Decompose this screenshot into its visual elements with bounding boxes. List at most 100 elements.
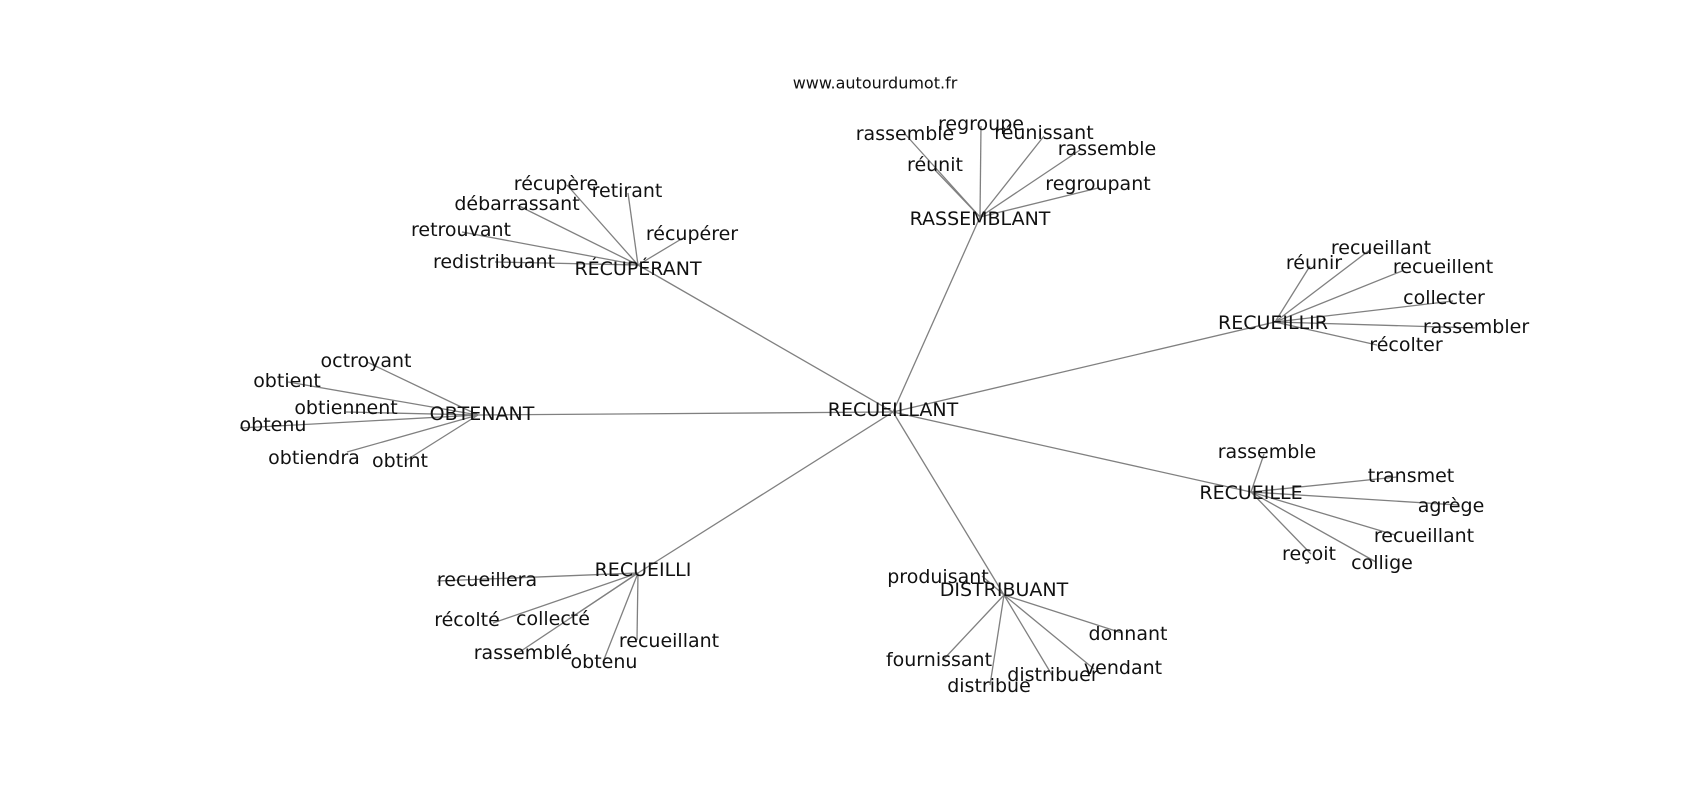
edge-recueille-leaf: [1250, 453, 1265, 493]
edge-rassemblant-leaf: [979, 125, 982, 218]
leaf-label: collecté: [516, 608, 590, 630]
leaf-label: obtiendra: [268, 447, 360, 469]
center-label: RECUEILLANT: [828, 399, 959, 421]
hub-label-recueilli: RECUEILLI: [595, 559, 692, 581]
source-watermark: www.autourdumot.fr: [793, 74, 958, 93]
leaf-label: regroupe: [938, 113, 1024, 135]
leaf-label: rassemble: [856, 123, 954, 145]
edge-recuperant-leaf: [461, 231, 639, 266]
hub-label-rassemblant: RASSEMBLANT: [910, 208, 1051, 230]
leaf-label: collige: [1351, 552, 1413, 574]
edge-recueille-leaf: [1250, 491, 1396, 536]
edge-recueille-leaf: [1250, 491, 1312, 555]
leaf-label: transmet: [1368, 465, 1455, 487]
leaf-label: retrouvant: [411, 219, 511, 241]
leaf-label: obtiennent: [294, 397, 397, 419]
leaf-label: donnant: [1089, 623, 1168, 645]
graph-edges: [239, 125, 1476, 686]
edge-recueilli-leaf: [436, 572, 639, 582]
leaf-label: regroupant: [1045, 173, 1150, 195]
edge-recuperant-leaf: [566, 184, 639, 266]
leaf-label: récupère: [514, 173, 598, 195]
edge-obtenant-leaf: [239, 414, 479, 429]
edge-distribuant-leaf: [989, 594, 1005, 686]
leaf-label: rassemble: [1218, 441, 1316, 463]
leaf-label: recueillera: [437, 569, 537, 591]
edge-center-obtenant: [477, 411, 894, 416]
edge-recueillir-leaf: [1274, 248, 1372, 323]
leaf-label: distribue: [947, 675, 1031, 697]
leaf-label: retirant: [592, 180, 663, 202]
edge-recueillir-leaf: [1274, 300, 1454, 323]
graph-labels: rassembleregrouperéunissantrassembleréun…: [240, 113, 1530, 697]
edge-recueilli-leaf: [514, 572, 639, 656]
hub-label-recuperant: RÉCUPÉRANT: [574, 257, 701, 280]
edge-recuperant-leaf: [627, 192, 639, 266]
edge-recueillir-leaf: [1274, 265, 1311, 323]
leaf-label: réunissant: [994, 122, 1093, 144]
leaf-label: redistribuant: [433, 251, 555, 273]
hub-label-distribuant: DISTRIBUANT: [940, 579, 1069, 601]
leaf-label: reçoit: [1282, 543, 1336, 565]
edge-recueillir-leaf: [1274, 270, 1403, 323]
leaf-label: octroyant: [321, 350, 412, 372]
edge-distribuant-leaf: [1003, 594, 1123, 634]
leaf-label: recueillant: [1331, 237, 1431, 259]
edge-center-recueille: [892, 411, 1252, 493]
edge-recuperant-leaf: [494, 261, 639, 266]
leaf-label: récolter: [1369, 334, 1443, 356]
edge-rassemblant-leaf: [979, 135, 1045, 218]
edge-recueille-leaf: [1250, 491, 1459, 506]
edge-center-recuperant: [637, 264, 894, 413]
edge-distribuant-leaf: [942, 594, 1005, 661]
leaf-label: rassemble: [1058, 138, 1156, 160]
hub-label-recueillir: RECUEILLIR: [1218, 312, 1328, 334]
edge-recueilli-leaf: [636, 572, 639, 641]
edge-obtenant-leaf: [345, 411, 479, 416]
leaf-label: recueillant: [619, 630, 719, 652]
edge-rassemblant-leaf: [979, 187, 1099, 218]
leaf-label: recueillent: [1393, 256, 1493, 278]
edge-center-recueilli: [637, 411, 894, 574]
leaf-label: récupérer: [646, 223, 738, 245]
leaf-label: rassemblé: [474, 642, 572, 664]
leaf-label: distribuer: [1007, 664, 1099, 686]
edge-obtenant-leaf: [404, 414, 479, 462]
hub-label-recueille: RECUEILLE: [1199, 482, 1302, 504]
edge-obtenant-leaf: [287, 381, 479, 416]
leaf-label: obtint: [372, 450, 428, 472]
edge-center-rassemblant: [892, 216, 981, 413]
edge-distribuant-leaf: [1003, 594, 1053, 676]
leaf-label: vendant: [1084, 657, 1162, 679]
edge-recuperant-leaf: [637, 237, 684, 266]
leaf-label: réunir: [1286, 252, 1342, 274]
edge-recueille-leaf: [1250, 491, 1377, 563]
edge-recueille-leaf: [1250, 476, 1398, 493]
edge-recueilli-leaf: [602, 572, 639, 663]
edge-obtenant-leaf: [366, 361, 479, 416]
edge-recuperant-leaf: [516, 204, 639, 266]
leaf-label: obtient: [253, 370, 321, 392]
leaf-label: débarrassant: [454, 193, 579, 215]
edge-rassemblant-leaf: [934, 169, 981, 218]
leaf-label: récolté: [434, 609, 500, 631]
edge-recueillir-leaf: [1274, 321, 1476, 329]
leaf-label: recueillant: [1374, 525, 1474, 547]
leaf-label: obtenu: [240, 414, 307, 436]
leaf-label: produisant: [887, 566, 989, 588]
leaf-label: agrège: [1418, 495, 1485, 517]
hub-label-obtenant: OBTENANT: [430, 403, 535, 425]
leaf-label: obtenu: [571, 651, 638, 673]
edge-distribuant-leaf: [981, 575, 1005, 596]
edge-center-recueillir: [892, 321, 1276, 413]
edge-recueillir-leaf: [1274, 321, 1378, 346]
edge-obtenant-leaf: [346, 414, 479, 453]
leaf-label: fournissant: [886, 649, 992, 671]
edge-center-distribuant: [892, 411, 1005, 596]
leaf-label: réunit: [907, 154, 963, 176]
leaf-label: rassembler: [1423, 316, 1529, 338]
leaf-label: collecter: [1403, 287, 1485, 309]
edge-rassemblant-leaf: [979, 149, 1081, 218]
edge-distribuant-leaf: [1003, 594, 1095, 670]
